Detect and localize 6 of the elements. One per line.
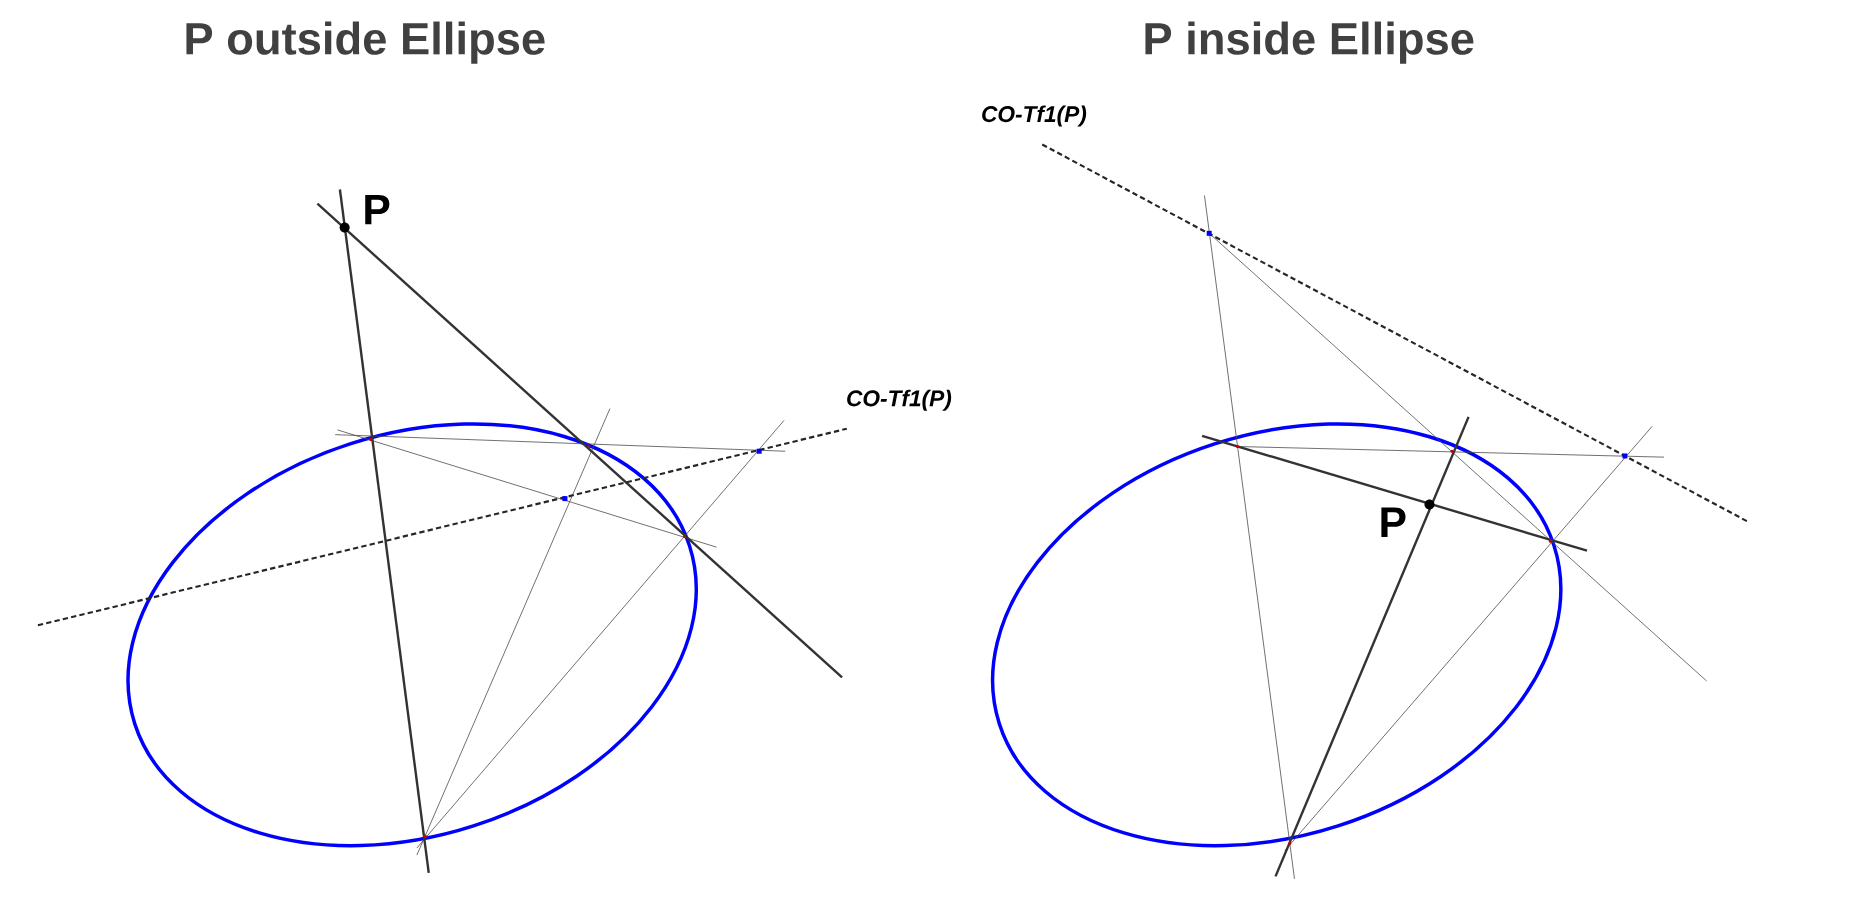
line-label: CO-Tf1(P) — [982, 105, 1087, 127]
line-label: CO-Tf1(P) — [847, 389, 952, 411]
panel-title: P inside Ellipse — [1145, 21, 1474, 64]
panel-title: P outside Ellipse — [186, 21, 545, 64]
point-label: P — [1381, 507, 1406, 537]
point-label: P — [365, 194, 390, 225]
